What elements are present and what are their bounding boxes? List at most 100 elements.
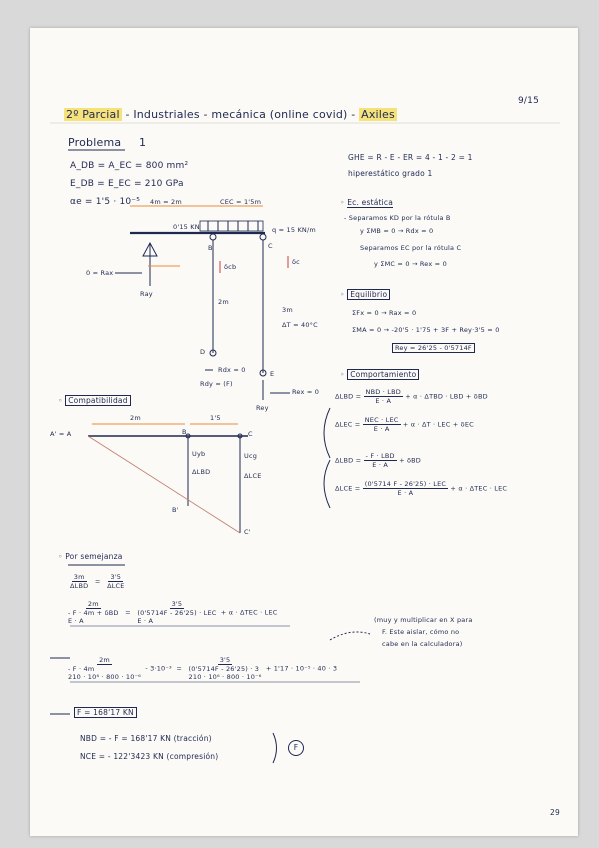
degree-formula: GHE = R - E - ER = 4 - 1 - 2 = 1	[348, 153, 473, 162]
behavior-eq4-rhs: + α · ΔTEC · LEC	[450, 484, 508, 493]
header-subject: - Industriales - mecánica (online covid)…	[125, 108, 356, 121]
behavior-eq2-num: NEC · LEC	[362, 416, 401, 425]
eq3-left-den-bottom: 210 · 10⁶ · 800 · 10⁻⁶	[68, 673, 141, 681]
equilibrium-title: ◦ Equilibrio	[340, 289, 391, 300]
ratio-right-num: 3'5	[108, 573, 124, 582]
behavior-heading: Comportamiento	[347, 369, 420, 380]
footer-page-number: 29	[550, 808, 560, 817]
equilibrium-line3: Rey = 26'25 - 0'5714F	[392, 343, 475, 353]
compat-node-a: A' = A	[50, 430, 72, 438]
data-modulus: E_DB = E_EC = 210 GPa	[70, 179, 184, 189]
behavior-eq1-lhs: ΔLBD =	[335, 392, 362, 401]
ec-static-heading: Ec. estática	[347, 198, 394, 208]
compat-uyb: Uyb	[192, 450, 206, 458]
similarity-title: ◦ Por semejanza	[58, 552, 123, 561]
behavior-eq1-rhs: + α · ΔTBD · LBD + δBD	[405, 392, 488, 401]
result-tag: F	[288, 740, 304, 756]
node-d-label: D	[200, 348, 206, 356]
reaction-ax: 0 = Rax	[86, 269, 114, 277]
ec-static-line1: - Separamos KD por la rótula B	[344, 214, 451, 222]
compatibility-heading: Compatibilidad	[65, 395, 131, 406]
eq3-left-den-top: - F · 4m	[68, 665, 95, 673]
behavior-eq3-num: - F · LBD	[363, 452, 397, 461]
eq2-left-num: 2m	[85, 600, 101, 609]
node-c-label: C	[268, 242, 273, 250]
ratio-left-den: ΔLBD	[70, 582, 89, 590]
eq3-right-num: 3'5	[217, 656, 233, 665]
compat-dim1: 2m	[130, 414, 141, 422]
height-ce: 3m	[282, 306, 293, 314]
delta-c-label: δc	[292, 258, 300, 266]
ec-static-line2: y ΣMB = 0 → Rdx = 0	[360, 227, 434, 235]
behavior-eq1-den: E · A	[375, 397, 392, 405]
ec-static-line4: y ΣMC = 0 → Rex = 0	[374, 260, 447, 268]
behavior-eq3-lhs: ΔLBD =	[335, 456, 362, 465]
eq2-right-num: 3'5	[169, 600, 185, 609]
equilibrium-line2: ΣMA = 0 → -20'5 · 1'75 + 3F + Rey·3'5 = …	[352, 326, 500, 334]
behavior-eq3-den: E · A	[372, 461, 389, 469]
problem-number: 1	[139, 136, 147, 149]
height-bd: 2m	[218, 298, 229, 306]
delta-cb-label: δcb	[224, 263, 237, 271]
behavior-eq3-rhs: + δBD	[399, 456, 422, 465]
compatibility-title: ◦ Compatibilidad	[58, 395, 131, 406]
calc-note-2: F. Este aislar, cómo no	[382, 628, 460, 636]
header-topic: Axiles	[359, 108, 397, 121]
dim-ab: 4m = 2m	[150, 198, 182, 206]
problem-label: Problema	[68, 136, 122, 149]
compat-dlce: ΔLCE	[244, 472, 262, 480]
compat-dim2: 1'5	[210, 414, 221, 422]
data-alpha: αe = 1'5 · 10⁻⁵	[70, 197, 141, 207]
result-nce: NCE = - 122'3423 KN (compresión)	[80, 752, 219, 761]
behavior-eq1-num: NBD · LBD	[363, 388, 403, 397]
behavior-title: ◦ Comportamiento	[340, 369, 420, 380]
eq3-tail: + 1'17 · 10⁻⁵ · 40 · 3	[265, 664, 338, 673]
eq2-left-den-top: - F · 4m + δBD	[68, 609, 119, 617]
behavior-eq2-rhs: + α · ΔT · LEC + δEC	[402, 420, 474, 429]
calc-note-3: cabe en la calculadora)	[382, 640, 463, 648]
behavior-eq4-num: (0'5714 F - 26'25) · LEC	[362, 480, 449, 489]
eq3-right-den-bottom: 210 · 10⁶ · 800 · 10⁻⁶	[188, 673, 262, 681]
eq3-mid: - 3·10⁻³	[145, 664, 172, 673]
reaction-dx: Rdx = 0	[218, 366, 246, 374]
compat-dlbd: ΔLBD	[192, 468, 211, 476]
ratio-right-den: ΔLCE	[107, 582, 125, 590]
eq2-tail: + α · ΔTEC · LEC	[220, 608, 278, 617]
notebook-page: 9/15 2º Parcial - Industriales - mecánic…	[30, 28, 578, 836]
reaction-ey: Rey	[256, 404, 269, 412]
hyperstatic-note: hiperestático grado 1	[348, 169, 433, 178]
behavior-eq4-den: E · A	[397, 489, 414, 497]
equilibrium-heading: Equilibrio	[347, 289, 391, 300]
load-label: q = 15 KN/m	[272, 226, 316, 234]
ec-static-title: ◦ Ec. estática	[340, 198, 394, 208]
eq2-left-den-bottom: E · A	[68, 617, 84, 625]
ec-static-line3: Separamos EC por la rótula C	[360, 244, 462, 252]
eq2-right-den-bottom: E · A	[137, 617, 154, 625]
structure-diagram	[115, 205, 290, 400]
compat-node-c1: C'	[244, 528, 251, 536]
behavior-eq2-lhs: ΔLEC =	[335, 420, 361, 429]
node-e-label: E	[270, 370, 275, 378]
equilibrium-line1: ΣFx = 0 → Rax = 0	[352, 309, 417, 317]
compat-node-b1: B'	[172, 506, 179, 514]
reaction-dy: Rdy = (F)	[200, 380, 233, 388]
eq3-right-den-top: (0'5714F - 26'25) · 3	[188, 665, 260, 673]
result-nbd: NBD = - F = 168'17 KN (tracción)	[80, 734, 212, 743]
header-title: 2º Parcial - Industriales - mecánica (on…	[64, 108, 397, 121]
